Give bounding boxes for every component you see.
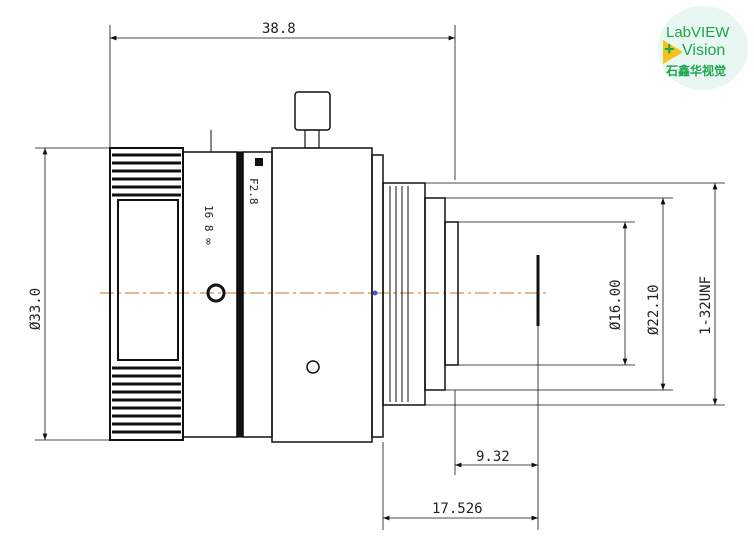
dim-rear-diameter-1: Ø16.00 [608, 279, 624, 330]
aperture-band [236, 151, 244, 438]
center-point [372, 290, 378, 296]
focus-ring [182, 151, 238, 438]
thread-lines [389, 186, 409, 402]
plus-icon: + [664, 39, 675, 59]
aperture-index-mark [255, 158, 263, 166]
dim-overall-length: 38.8 [262, 21, 296, 37]
rear-step-1 [424, 197, 446, 391]
logo-line1: LabVIEW [666, 24, 730, 41]
rear-step-2 [444, 221, 459, 366]
lens-body [271, 147, 373, 443]
mount-thread [382, 182, 426, 406]
dimension-lines [35, 25, 725, 530]
logo-line2: Vision [682, 42, 726, 59]
aperture-marking: F2.8 [247, 178, 260, 205]
dim-mount-to-sensor: 17.526 [432, 501, 483, 517]
logo-line3: 石鑫华视觉 [666, 64, 727, 78]
focus-scale-marking: 16 8 ∞ [202, 205, 215, 245]
dim-mount-thread: 1-32UNF [698, 276, 714, 335]
front-knurled-ring [109, 147, 184, 441]
lock-screw-knob [294, 91, 331, 131]
mount-flange [371, 154, 384, 438]
body-screw [306, 360, 320, 374]
labview-vision-logo: + LabVIEW Vision 石鑫华视觉 [658, 6, 748, 90]
lock-screw-stem [304, 129, 320, 149]
dim-outer-diameter: Ø33.0 [28, 288, 44, 330]
dim-rear-diameter-2: Ø22.10 [646, 284, 662, 335]
focus-lock-hole [206, 283, 226, 303]
dim-flange-to-sensor: 9.32 [476, 449, 510, 465]
play-triangle-icon [663, 40, 683, 64]
